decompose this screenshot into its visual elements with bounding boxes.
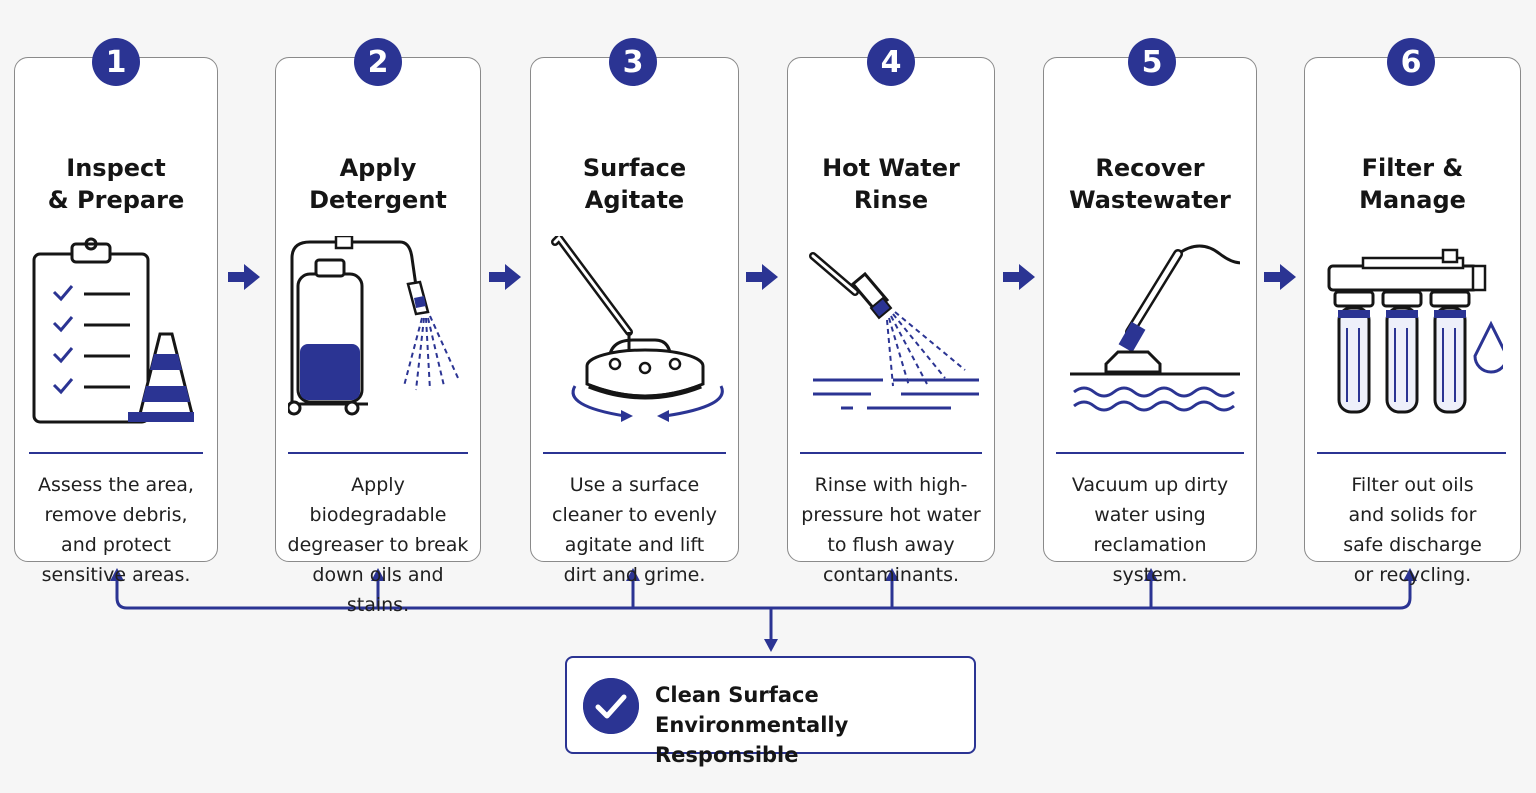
flow-arrow-icon bbox=[1003, 264, 1035, 290]
step-title: Inspect & Prepare bbox=[47, 154, 185, 214]
step-number-badge-3: 3 bbox=[609, 38, 657, 86]
flow-arrow-icon bbox=[228, 264, 260, 290]
clipboard-cone-icon bbox=[32, 237, 194, 424]
step-card-4: Hot Water Rinse Rinse with high- pressur… bbox=[787, 57, 995, 586]
flow-arrow-icon bbox=[489, 264, 521, 290]
step-divider bbox=[800, 452, 982, 454]
step-divider bbox=[1317, 452, 1506, 454]
outcome-line-1: Clean Surface bbox=[655, 683, 819, 707]
step-card-5: Recover Wastewater Vacuum up dirty water… bbox=[1043, 57, 1257, 586]
outcome-box: Clean Surface Environmentally Responsibl… bbox=[565, 656, 976, 767]
step-card-6: Filter & Manage Filter out oils and soli… bbox=[1304, 57, 1521, 586]
check-circle-icon bbox=[583, 678, 639, 734]
step-description: Use a surface cleaner to evenly agitate … bbox=[552, 474, 717, 586]
step-title: Surface Agitate bbox=[582, 154, 687, 214]
flow-arrow-icon bbox=[1264, 264, 1296, 290]
step-description: Rinse with high- pressure hot water to f… bbox=[801, 474, 981, 586]
step-description: Assess the area, remove debris, and prot… bbox=[38, 474, 194, 586]
step-divider bbox=[543, 452, 726, 454]
step-number-badge-6: 6 bbox=[1387, 38, 1435, 86]
outcome-label: Clean Surface Environmentally Responsibl… bbox=[655, 680, 974, 770]
step-card-2: Apply Detergent Apply biodegradable degr… bbox=[275, 57, 481, 616]
rinse-wand-icon bbox=[809, 252, 979, 410]
filter-icon bbox=[1327, 248, 1503, 414]
step-divider bbox=[29, 452, 203, 454]
step-title: Filter & Manage bbox=[1359, 154, 1466, 214]
step-title: Apply Detergent bbox=[309, 154, 447, 214]
step-title: Recover Wastewater bbox=[1069, 154, 1231, 214]
step-description: Apply biodegradable degreaser to break d… bbox=[287, 474, 469, 616]
flow-arrow-icon bbox=[746, 264, 778, 290]
step-description: Filter out oils and solids for safe disc… bbox=[1343, 474, 1482, 586]
vacuum-icon bbox=[1070, 244, 1240, 412]
step-number-badge-1: 1 bbox=[92, 38, 140, 86]
sprayer-icon bbox=[288, 236, 459, 416]
step-description: Vacuum up dirty water using reclamation … bbox=[1071, 474, 1229, 586]
step-title: Hot Water Rinse bbox=[822, 154, 960, 214]
surface-cleaner-icon bbox=[550, 236, 724, 422]
step-divider bbox=[288, 452, 468, 454]
step-divider bbox=[1056, 452, 1244, 454]
step-card-3: Surface Agitate Use a surface cleaner to… bbox=[530, 57, 739, 586]
step-number-badge-2: 2 bbox=[354, 38, 402, 86]
step-number-badge-4: 4 bbox=[867, 38, 915, 86]
step-number-badge-5: 5 bbox=[1128, 38, 1176, 86]
step-card-1: Inspect & Prepare Assess the area, remov… bbox=[14, 57, 218, 586]
outcome-line-2: Environmentally Responsible bbox=[655, 713, 849, 767]
